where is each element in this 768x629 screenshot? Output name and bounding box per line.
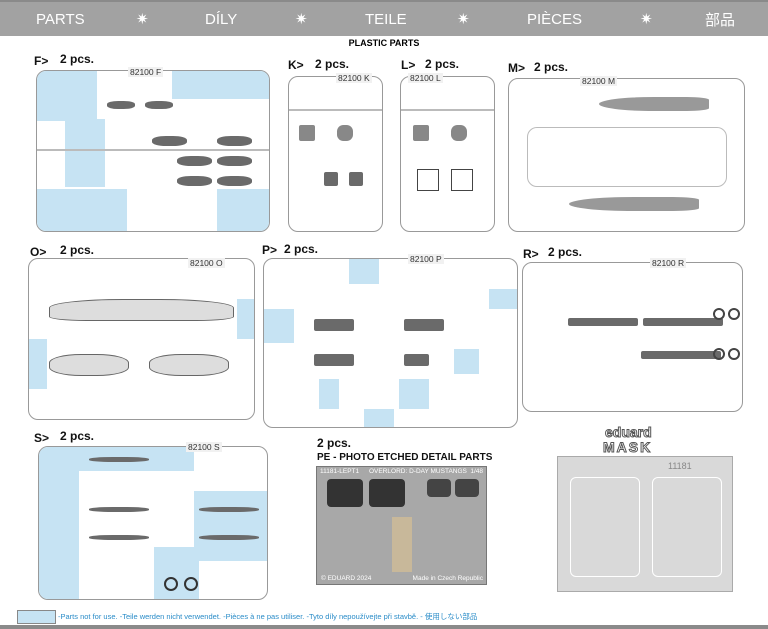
sprue-k-qty: 2 pcs. (315, 57, 350, 71)
sprue-k-code: 82100 K (336, 73, 372, 83)
sprue-r-letter: R> (523, 247, 539, 261)
header-dily: DÍLY (205, 10, 238, 28)
header-separator: ✷ (295, 11, 308, 28)
sprue-s (38, 446, 268, 600)
legend-text: -Parts not for use. -Teile werden nicht … (58, 612, 478, 621)
sprue-f (36, 70, 270, 232)
pe-copyright: © EDUARD 2024 (321, 575, 372, 582)
sprue-p-qty: 2 pcs. (284, 242, 319, 256)
pe-origin: Made in Czech Republic (412, 575, 483, 582)
sprue-s-qty: 2 pcs. (60, 429, 95, 443)
mask-brand: eduard (605, 424, 653, 440)
sprue-f-code: 82100 F (128, 67, 164, 77)
sprue-p (263, 258, 518, 428)
sprue-m-qty: 2 pcs. (534, 60, 569, 74)
sprue-f-qty: 2 pcs. (60, 52, 95, 66)
mask-sheet: 11181 (557, 456, 733, 592)
footer-bar (0, 625, 768, 629)
header-japanese: 部品 (705, 11, 736, 29)
pe-title: PE - PHOTO ETCHED DETAIL PARTS (317, 452, 493, 463)
pe-qty: 2 pcs. (317, 436, 352, 450)
header-pieces: PIÈCES (527, 10, 583, 28)
sprue-o (28, 258, 255, 420)
sprue-l-code: 82100 L (408, 73, 443, 83)
sprue-p-code: 82100 P (408, 254, 444, 264)
sprue-o-code: 82100 O (188, 258, 225, 268)
header-separator: ✷ (640, 11, 653, 28)
page-title: PLASTIC PARTS (348, 38, 420, 48)
sprue-r-qty: 2 pcs. (548, 245, 583, 259)
pe-fret-code: 11181-LEPT1 (320, 468, 360, 475)
header-parts: PARTS (36, 10, 85, 28)
header-teile: TEILE (365, 10, 407, 28)
pe-fret-name: OVERLORD: D-DAY MUSTANGS (369, 468, 467, 475)
sprue-l-letter: L> (401, 58, 416, 72)
mask-code: 11181 (668, 461, 692, 471)
sprue-l-qty: 2 pcs. (425, 57, 460, 71)
sprue-r (522, 262, 743, 412)
legend-swatch (17, 610, 56, 624)
sprue-r-code: 82100 R (650, 258, 687, 268)
header-separator: ✷ (136, 11, 149, 28)
pe-fret: 11181-LEPT1 OVERLORD: D-DAY MUSTANGS 1/4… (316, 466, 487, 585)
sprue-p-letter: P> (262, 243, 278, 257)
sprue-k-letter: K> (288, 58, 304, 72)
sprue-f-letter: F> (34, 54, 49, 68)
sprue-s-code: 82100 S (186, 442, 222, 452)
header-bar: PARTS ✷ DÍLY ✷ TEILE ✷ PIÈCES ✷ 部品 (0, 0, 768, 36)
pe-scale: 1/48 (470, 468, 483, 475)
sprue-m (508, 78, 745, 232)
sprue-k (288, 76, 383, 232)
mask-title: MASK (602, 439, 653, 455)
sprue-m-code: 82100 M (580, 76, 618, 86)
sprue-o-qty: 2 pcs. (60, 243, 95, 257)
header-separator: ✷ (457, 11, 470, 28)
sprue-o-letter: O> (30, 245, 47, 259)
sprue-l (400, 76, 495, 232)
sprue-m-letter: M> (508, 61, 526, 75)
sprue-s-letter: S> (34, 431, 50, 445)
